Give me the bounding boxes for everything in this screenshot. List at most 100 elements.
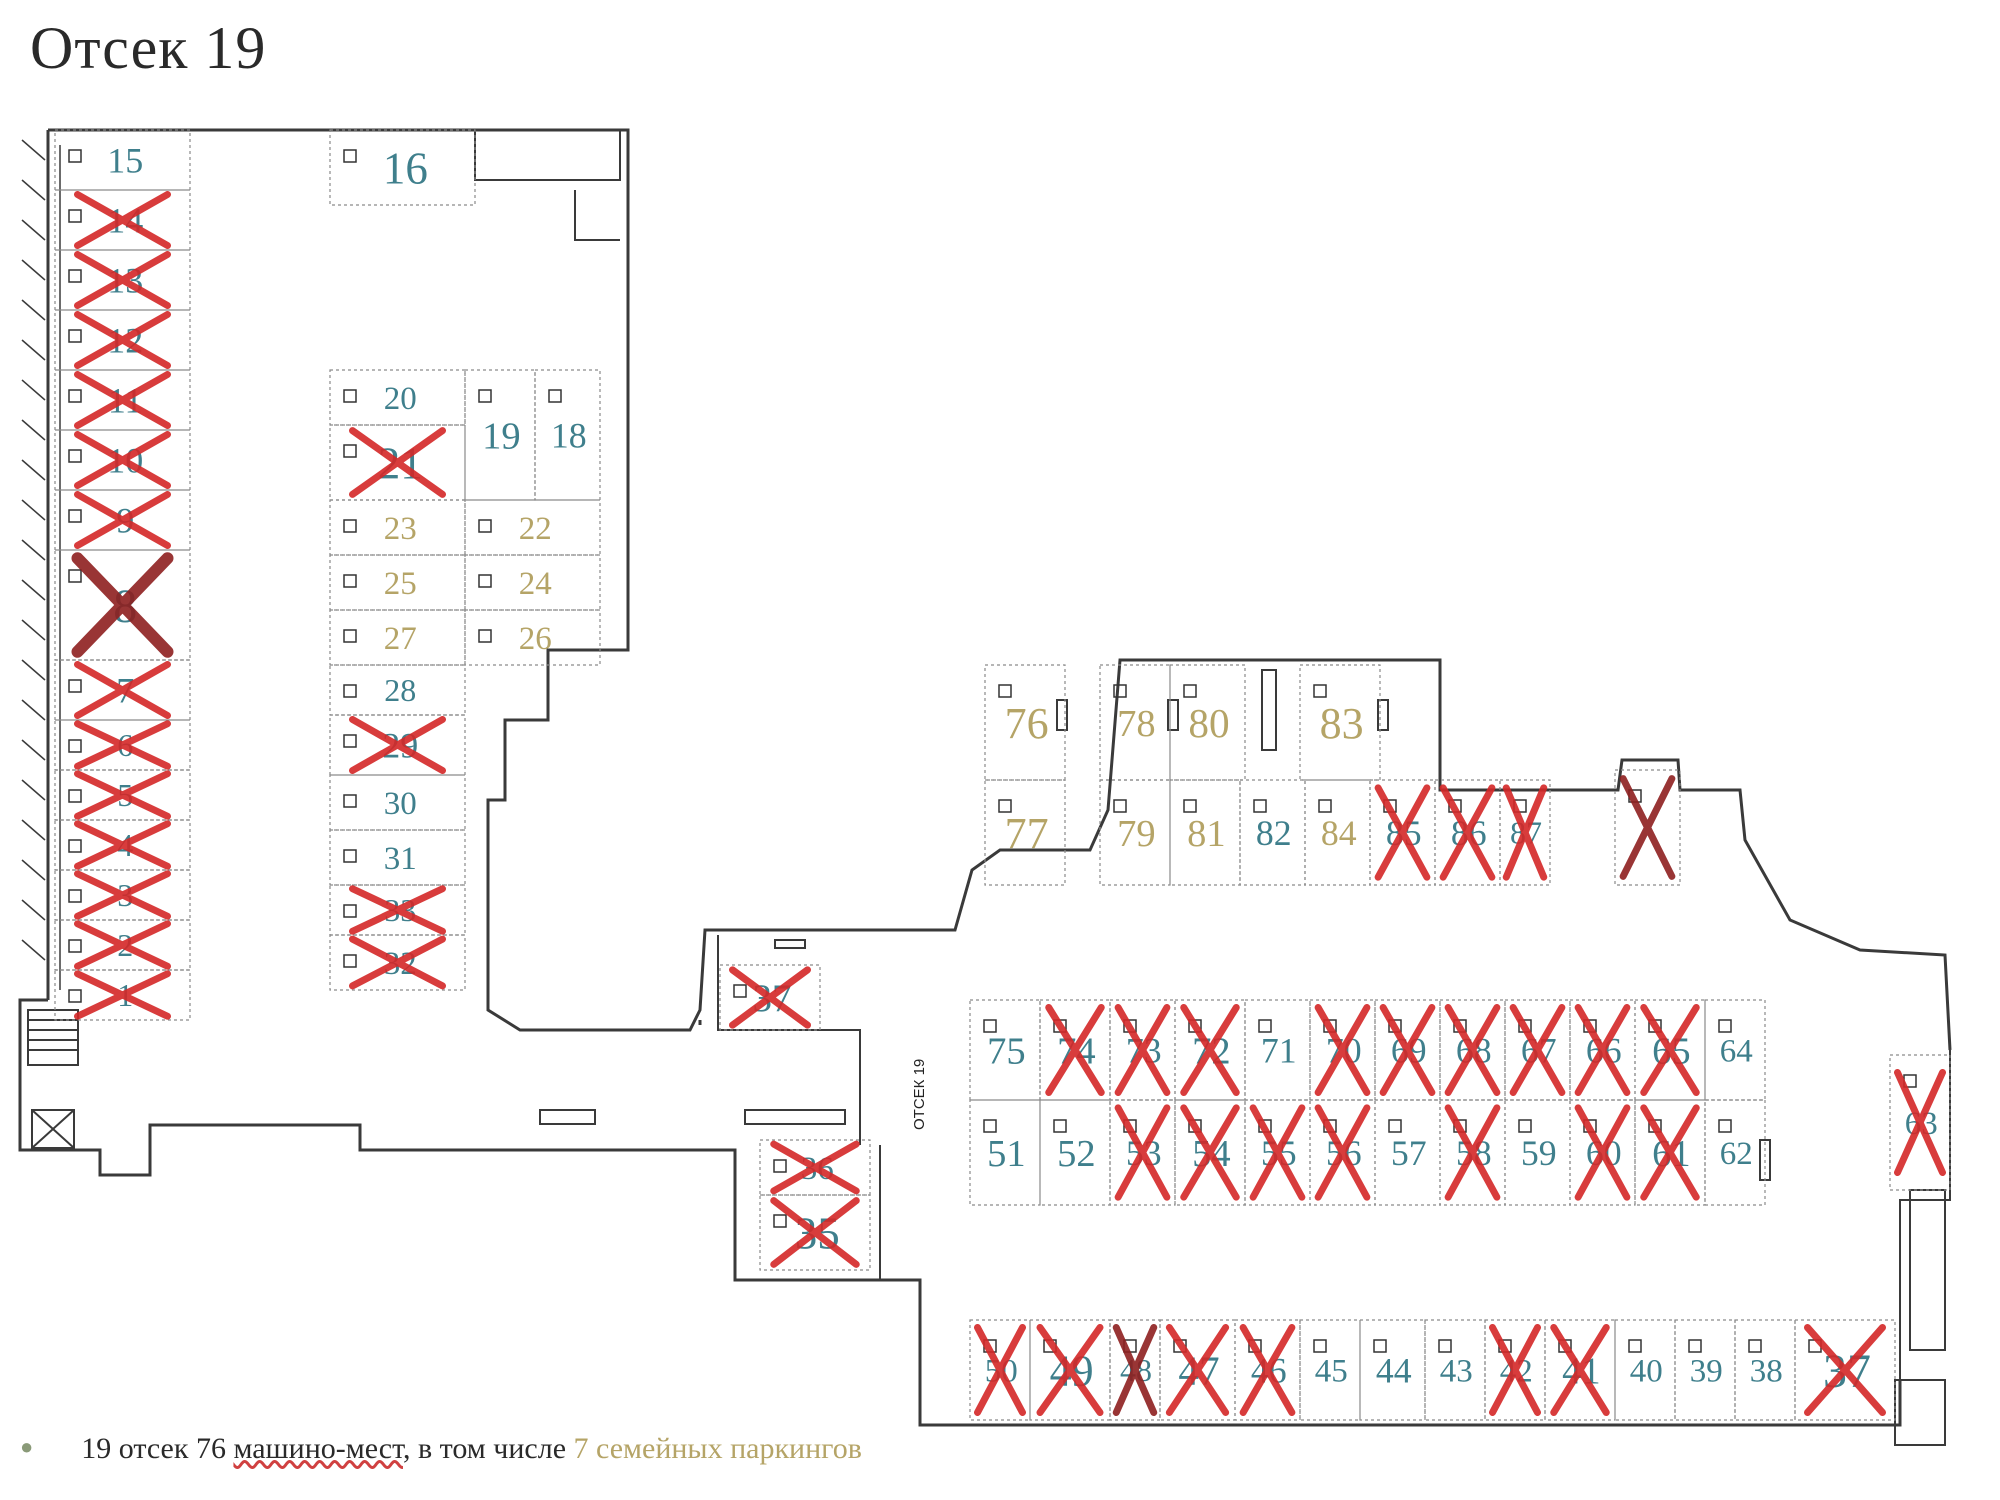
- parking-spot[interactable]: 80: [1169, 664, 1246, 781]
- parking-spot[interactable]: 62: [1704, 1099, 1766, 1206]
- parking-spot[interactable]: 38: [1734, 1319, 1796, 1421]
- parking-spot[interactable]: 36: [759, 1139, 871, 1196]
- parking-spot[interactable]: 2: [54, 919, 191, 971]
- parking-spot[interactable]: 24: [464, 554, 601, 611]
- parking-spot[interactable]: 64: [1704, 999, 1766, 1101]
- parking-spot[interactable]: 57: [1374, 1099, 1441, 1206]
- parking-spot[interactable]: 26: [464, 609, 601, 666]
- parking-spot[interactable]: 35: [759, 1194, 871, 1271]
- parking-spot[interactable]: 52: [1039, 1099, 1111, 1206]
- parking-spot[interactable]: 81: [1169, 779, 1241, 886]
- parking-spot[interactable]: 56: [1309, 1099, 1376, 1206]
- parking-spot[interactable]: 13: [54, 249, 191, 311]
- parking-spot[interactable]: 77: [984, 779, 1066, 886]
- parking-spot[interactable]: 20: [329, 369, 466, 426]
- parking-spot[interactable]: 58: [1439, 1099, 1506, 1206]
- parking-spot[interactable]: 59: [1504, 1099, 1571, 1206]
- parking-spot[interactable]: 23: [329, 499, 466, 556]
- parking-spot[interactable]: 69: [1374, 999, 1441, 1101]
- parking-spot[interactable]: 79: [1099, 779, 1171, 886]
- spot-outline: [54, 369, 191, 431]
- parking-spot[interactable]: 44: [1359, 1319, 1426, 1421]
- parking-spot[interactable]: 11: [54, 369, 191, 431]
- parking-spot[interactable]: 76: [984, 664, 1066, 781]
- spot-outline: [1039, 1099, 1111, 1206]
- parking-spot[interactable]: 12: [54, 309, 191, 371]
- parking-spot[interactable]: 78: [1099, 664, 1171, 781]
- parking-spot[interactable]: 8: [54, 549, 191, 661]
- parking-spot[interactable]: 83: [1299, 664, 1381, 781]
- column-marker-icon: [998, 799, 1012, 813]
- parking-spot[interactable]: 71: [1244, 999, 1311, 1101]
- parking-spot[interactable]: 53: [1109, 1099, 1176, 1206]
- spot-outline: [534, 369, 601, 501]
- parking-spot[interactable]: 47: [1159, 1319, 1236, 1421]
- parking-spot[interactable]: 28: [329, 664, 466, 716]
- parking-spot[interactable]: 4: [54, 819, 191, 871]
- parking-spot[interactable]: 87: [1499, 779, 1551, 886]
- spot-number: 79: [1117, 813, 1156, 855]
- parking-spot[interactable]: 3: [54, 869, 191, 921]
- parking-spot[interactable]: 42: [1484, 1319, 1546, 1421]
- parking-spot[interactable]: 85: [1369, 779, 1436, 886]
- parking-spot[interactable]: 22: [464, 499, 601, 556]
- parking-spot[interactable]: 10: [54, 429, 191, 491]
- parking-spot[interactable]: 45: [1299, 1319, 1361, 1421]
- parking-spot[interactable]: 39: [1674, 1319, 1736, 1421]
- parking-spot[interactable]: 25: [329, 554, 466, 611]
- parking-spot[interactable]: 37: [1794, 1319, 1896, 1421]
- spot-number: 84: [1321, 813, 1357, 853]
- spot-number: 25: [384, 566, 417, 602]
- parking-spot[interactable]: 32: [329, 934, 466, 991]
- parking-spot[interactable]: 5: [54, 769, 191, 821]
- parking-spot[interactable]: 60: [1569, 1099, 1636, 1206]
- parking-spot[interactable]: 29: [329, 714, 466, 776]
- parking-spot[interactable]: 33: [329, 884, 466, 936]
- parking-spot[interactable]: 41: [1544, 1319, 1616, 1421]
- parking-spot[interactable]: 66: [1569, 999, 1636, 1101]
- parking-spot[interactable]: 40: [1614, 1319, 1676, 1421]
- spot-outline: [1109, 1099, 1176, 1206]
- parking-spot[interactable]: 63: [1889, 1054, 1951, 1191]
- parking-spot[interactable]: 6: [54, 719, 191, 771]
- parking-spot[interactable]: 15: [54, 129, 191, 191]
- parking-spot[interactable]: 49: [1029, 1319, 1111, 1421]
- parking-spot[interactable]: 30: [329, 774, 466, 831]
- parking-spot[interactable]: 37: [719, 964, 821, 1031]
- parking-spot[interactable]: 82: [1239, 779, 1306, 886]
- parking-spot[interactable]: 19: [464, 369, 536, 501]
- parking-spot[interactable]: 18: [534, 369, 601, 501]
- spot-outline: [54, 129, 191, 191]
- spot-outline: [719, 964, 821, 1031]
- parking-spot[interactable]: 54: [1174, 1099, 1246, 1206]
- parking-spot[interactable]: 86: [1434, 779, 1501, 886]
- parking-spot[interactable]: 9: [54, 489, 191, 551]
- parking-spot[interactable]: 84: [1304, 779, 1371, 886]
- parking-spot[interactable]: [1614, 769, 1681, 886]
- parking-spot[interactable]: 46: [1234, 1319, 1301, 1421]
- parking-spot[interactable]: 73: [1109, 999, 1176, 1101]
- parking-spots: 1514131211109876543211620211918232225242…: [54, 129, 1951, 1421]
- parking-spot[interactable]: 31: [329, 829, 466, 886]
- parking-spot[interactable]: 51: [969, 1099, 1041, 1206]
- taken-mark-icon: [74, 371, 171, 429]
- parking-spot[interactable]: 65: [1634, 999, 1706, 1101]
- parking-spot[interactable]: 55: [1244, 1099, 1311, 1206]
- parking-spot[interactable]: 72: [1174, 999, 1246, 1101]
- parking-spot[interactable]: 27: [329, 609, 466, 666]
- parking-spot[interactable]: 50: [969, 1319, 1031, 1421]
- parking-spot[interactable]: 67: [1504, 999, 1571, 1101]
- parking-spot[interactable]: 43: [1424, 1319, 1486, 1421]
- parking-spot[interactable]: 16: [329, 129, 476, 206]
- parking-spot[interactable]: 61: [1634, 1099, 1706, 1206]
- parking-spot[interactable]: 21: [329, 424, 466, 501]
- parking-spot[interactable]: 14: [54, 189, 191, 251]
- parking-spot[interactable]: 70: [1309, 999, 1376, 1101]
- footer-part-1: 19 отсек 76: [81, 1432, 234, 1465]
- parking-spot[interactable]: 68: [1439, 999, 1506, 1101]
- parking-spot[interactable]: 75: [969, 999, 1041, 1101]
- parking-spot[interactable]: 1: [54, 969, 191, 1021]
- parking-spot[interactable]: 7: [54, 659, 191, 721]
- parking-spot[interactable]: 48: [1109, 1319, 1161, 1421]
- parking-spot[interactable]: 74: [1039, 999, 1111, 1101]
